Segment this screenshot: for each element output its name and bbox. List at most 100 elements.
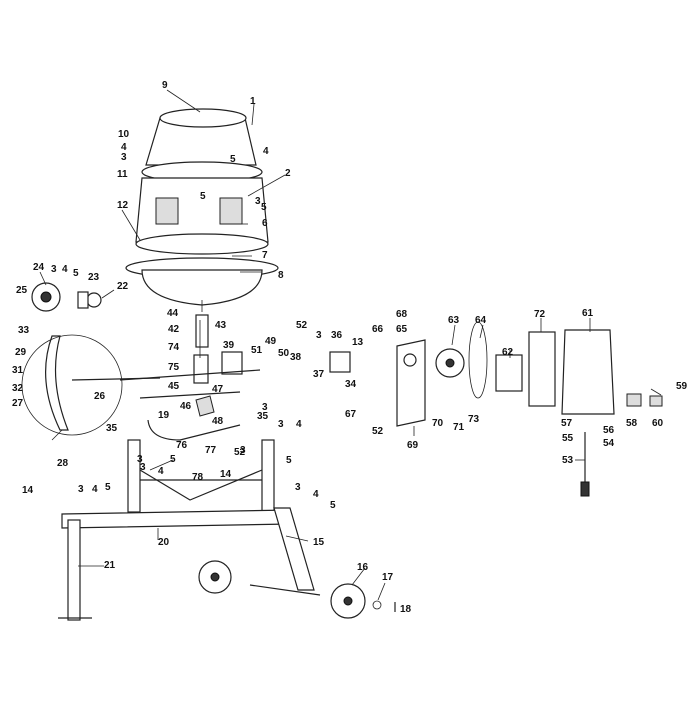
part-label-51: 51 bbox=[251, 345, 263, 356]
part-label-3: 3 bbox=[78, 484, 84, 495]
part-label-43: 43 bbox=[215, 320, 227, 331]
part-label-53: 53 bbox=[562, 455, 574, 466]
part-label-31: 31 bbox=[12, 365, 24, 376]
part-label-3: 3 bbox=[295, 482, 301, 493]
part-label-25: 25 bbox=[16, 285, 28, 296]
frame-stand bbox=[58, 439, 321, 621]
part-label-71: 71 bbox=[453, 422, 465, 433]
part-label-4: 4 bbox=[158, 466, 164, 477]
part-label-52: 52 bbox=[234, 447, 246, 458]
part-label-15: 15 bbox=[313, 537, 325, 548]
part-label-16: 16 bbox=[357, 562, 369, 573]
part-label-19: 19 bbox=[158, 410, 170, 421]
part-label-38: 38 bbox=[290, 352, 302, 363]
part-label-5: 5 bbox=[330, 500, 336, 511]
drum-assembly bbox=[125, 108, 279, 312]
part-label-3: 3 bbox=[316, 330, 322, 341]
part-label-14: 14 bbox=[220, 469, 232, 480]
part-label-66: 66 bbox=[372, 324, 384, 335]
part-label-4: 4 bbox=[121, 142, 127, 153]
part-label-5: 5 bbox=[200, 191, 206, 202]
part-label-32: 32 bbox=[12, 383, 24, 394]
part-label-46: 46 bbox=[180, 401, 192, 412]
part-label-77: 77 bbox=[205, 445, 217, 456]
part-label-6: 6 bbox=[262, 218, 268, 229]
part-label-37: 37 bbox=[313, 369, 325, 380]
handwheel-assembly bbox=[21, 282, 161, 436]
part-label-52: 52 bbox=[296, 320, 308, 331]
part-label-3: 3 bbox=[262, 402, 268, 413]
part-label-58: 58 bbox=[626, 418, 638, 429]
part-label-4: 4 bbox=[296, 419, 302, 430]
part-label-4: 4 bbox=[263, 146, 269, 157]
part-label-49: 49 bbox=[265, 336, 277, 347]
leader-lines bbox=[39, 89, 662, 601]
part-label-39: 39 bbox=[223, 340, 235, 351]
part-label-14: 14 bbox=[22, 485, 34, 496]
part-label-4: 4 bbox=[313, 489, 319, 500]
part-label-63: 63 bbox=[448, 315, 460, 326]
part-label-28: 28 bbox=[57, 458, 69, 469]
part-label-3: 3 bbox=[137, 454, 143, 465]
part-label-11: 11 bbox=[117, 169, 128, 180]
part-label-4: 4 bbox=[62, 264, 68, 275]
part-label-29: 29 bbox=[15, 347, 27, 358]
part-label-47: 47 bbox=[212, 384, 224, 395]
part-label-8: 8 bbox=[278, 270, 284, 281]
part-label-27: 27 bbox=[12, 398, 24, 409]
part-label-75: 75 bbox=[168, 362, 180, 373]
part-label-52: 52 bbox=[372, 426, 384, 437]
part-label-5: 5 bbox=[286, 455, 292, 466]
part-label-20: 20 bbox=[158, 537, 170, 548]
part-label-3: 3 bbox=[140, 462, 146, 473]
part-label-55: 55 bbox=[562, 433, 574, 444]
part-label-36: 36 bbox=[331, 330, 343, 341]
part-label-22: 22 bbox=[117, 281, 129, 292]
part-label-3: 3 bbox=[121, 152, 127, 163]
part-label-2: 2 bbox=[285, 168, 291, 179]
part-label-10: 10 bbox=[118, 129, 130, 140]
part-label-69: 69 bbox=[407, 440, 419, 451]
part-label-56: 56 bbox=[603, 425, 615, 436]
part-label-48: 48 bbox=[212, 416, 224, 427]
part-label-5: 5 bbox=[73, 268, 79, 279]
part-label-62: 62 bbox=[502, 347, 514, 358]
part-label-4: 4 bbox=[92, 484, 98, 495]
part-label-26: 26 bbox=[94, 391, 106, 402]
part-label-64: 64 bbox=[475, 315, 487, 326]
part-label-3: 3 bbox=[51, 264, 57, 275]
part-label-68: 68 bbox=[396, 309, 408, 320]
part-label-35: 35 bbox=[106, 423, 118, 434]
part-label-67: 67 bbox=[345, 409, 357, 420]
part-label-44: 44 bbox=[167, 308, 179, 319]
part-label-60: 60 bbox=[652, 418, 664, 429]
shaft-assembly bbox=[119, 314, 261, 441]
part-label-57: 57 bbox=[561, 418, 573, 429]
part-label-21: 21 bbox=[104, 560, 116, 571]
part-label-76: 76 bbox=[176, 440, 188, 451]
part-label-34: 34 bbox=[345, 379, 357, 390]
part-label-78: 78 bbox=[192, 472, 204, 483]
part-label-24: 24 bbox=[33, 262, 45, 273]
part-label-17: 17 bbox=[382, 572, 394, 583]
part-label-42: 42 bbox=[168, 324, 180, 335]
part-label-13: 13 bbox=[352, 337, 364, 348]
part-label-74: 74 bbox=[168, 342, 180, 353]
part-label-70: 70 bbox=[432, 418, 444, 429]
part-labels: 1 2 3 3 4 4 5 5 6 7 8 9 10 11 12 13 14 1… bbox=[12, 80, 688, 615]
part-label-54: 54 bbox=[603, 438, 615, 449]
wheels bbox=[198, 560, 396, 619]
part-label-9: 9 bbox=[162, 80, 168, 91]
part-label-73: 73 bbox=[468, 414, 480, 425]
part-label-5: 5 bbox=[105, 482, 111, 493]
part-label-3: 3 bbox=[255, 196, 261, 207]
part-label-45: 45 bbox=[168, 381, 180, 392]
part-label-59: 59 bbox=[676, 381, 688, 392]
part-label-1: 1 bbox=[250, 96, 256, 107]
part-label-3: 3 bbox=[240, 445, 246, 456]
part-label-50: 50 bbox=[278, 348, 290, 359]
part-label-5: 5 bbox=[170, 454, 176, 465]
motor-assembly bbox=[329, 321, 663, 497]
part-label-5: 5 bbox=[261, 202, 267, 213]
